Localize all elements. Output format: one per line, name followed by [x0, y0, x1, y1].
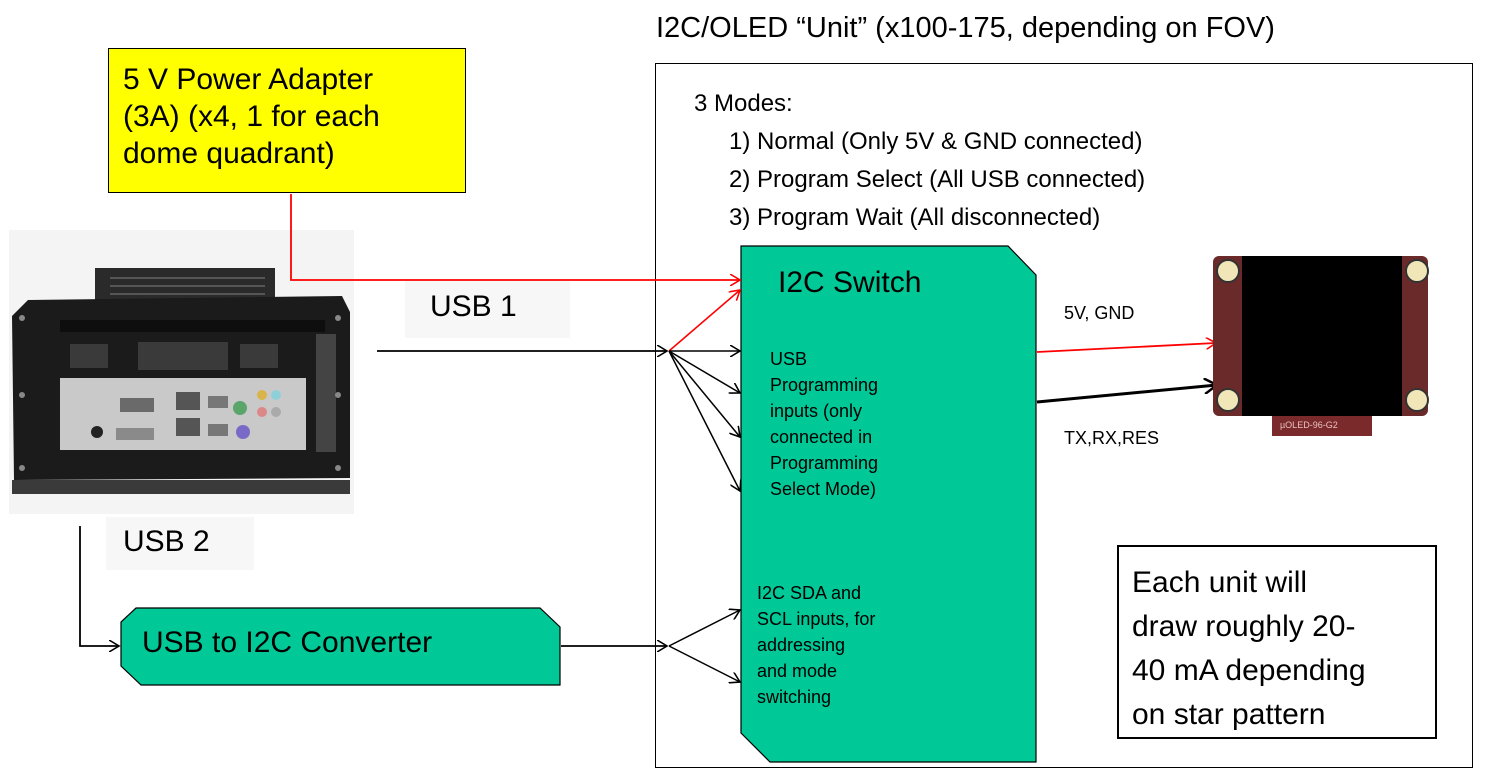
switch-usb-line: Select Mode)	[770, 479, 877, 499]
switch-i2c-line: I2C SDA and	[757, 583, 862, 603]
unit-box	[655, 63, 1473, 768]
fanout-wire	[668, 350, 740, 393]
oled-label: µOLED-96-G2	[1280, 420, 1338, 430]
switch-i2c-line: SCL inputs, for	[757, 609, 876, 629]
note-line: 40 mA depending	[1132, 654, 1366, 687]
modes-heading: 3 Modes:	[694, 90, 793, 117]
computer-image	[9, 230, 354, 514]
fanout-wire	[668, 610, 740, 647]
usb2-label-box	[106, 517, 254, 570]
note-line: draw roughly 20-	[1132, 610, 1356, 643]
usb2-label: USB 2	[123, 525, 210, 558]
switch-i2c-line: and mode	[757, 661, 838, 681]
fanout-wire	[668, 350, 740, 437]
mode-item: 3) Program Wait (All disconnected)	[729, 204, 1101, 231]
oled-data-wire	[1036, 385, 1217, 404]
switch-i2c-line: switching	[757, 687, 832, 707]
usb2-wire	[79, 526, 119, 646]
power-wire	[290, 194, 740, 280]
power-adapter-line: (3A) (x4, 1 for each	[123, 100, 380, 133]
converter-label: USB to I2C Converter	[142, 626, 433, 659]
switch-usb-line: USB	[770, 349, 808, 369]
switch-usb-line: inputs (only	[770, 401, 863, 421]
power-adapter-line: 5 V Power Adapter	[123, 63, 374, 96]
mode-item: 1) Normal (Only 5V & GND connected)	[729, 128, 1143, 155]
power-adapter-line: dome quadrant)	[123, 137, 335, 170]
i2c-switch-box	[740, 245, 1037, 763]
oled-power-wire	[1036, 343, 1216, 353]
switch-title: I2C Switch	[778, 266, 922, 299]
switch-usb-line: connected in	[770, 427, 873, 447]
power-wire-label: 5V, GND	[1064, 303, 1135, 323]
usb1-label: USB 1	[430, 290, 517, 323]
unit-title: I2C/OLED “Unit” (x100-175, depending on …	[656, 12, 1275, 44]
fanout-wire	[668, 645, 740, 682]
oled-module-image	[1213, 256, 1429, 436]
fanout-wire	[668, 350, 740, 491]
switch-i2c-text: I2C SDA and SCL inputs, for addressing a…	[757, 580, 875, 710]
data-wire-label: TX,RX,RES	[1064, 428, 1160, 448]
usb1-label-box	[405, 281, 570, 338]
modes-list: 3 Modes: 1) Normal (Only 5V & GND connec…	[694, 85, 1145, 237]
converter-box	[120, 607, 561, 686]
switch-i2c-line: addressing	[757, 635, 846, 655]
fanout-red-wire	[668, 290, 740, 352]
mode-item: 2) Program Select (All USB connected)	[729, 166, 1146, 193]
note-line: on star pattern	[1132, 698, 1326, 731]
switch-usb-line: Programming	[770, 375, 879, 395]
switch-usb-line: Programming	[770, 453, 879, 473]
note-line: Each unit will	[1132, 566, 1308, 599]
power-note-box: Each unit will draw roughly 20- 40 mA de…	[1117, 545, 1437, 739]
switch-usb-text: USB Programming inputs (only connected i…	[770, 346, 878, 502]
power-adapter-box: 5 V Power Adapter (3A) (x4, 1 for each d…	[108, 48, 466, 193]
